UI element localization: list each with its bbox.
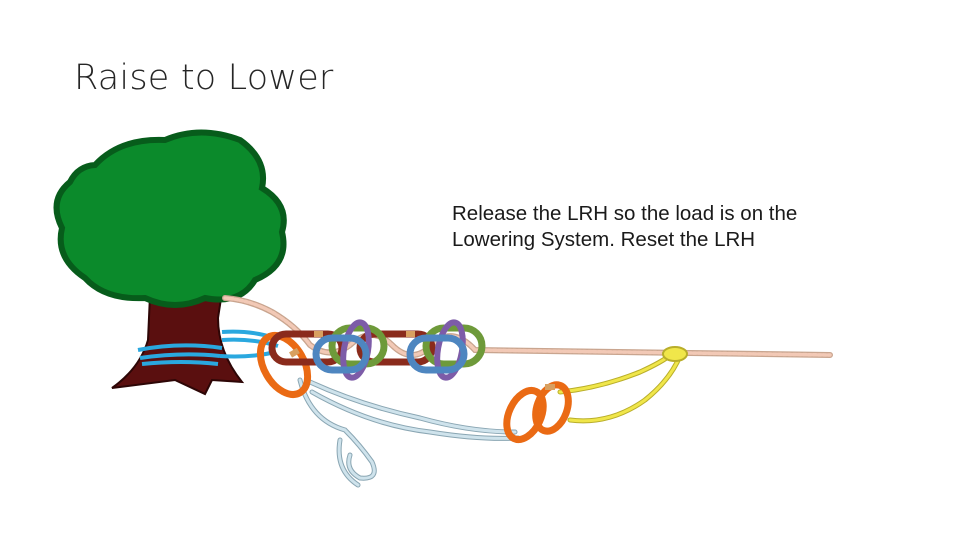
caption-line-2: Lowering System. Reset the LRH: [452, 228, 756, 251]
lrh-carabiner-gate: [545, 384, 555, 390]
prusik-knot: [662, 346, 688, 362]
carabiner-lrh-orange: [503, 381, 572, 444]
caption-line-1: Release the LRH so the load is on the: [452, 202, 798, 225]
lowering-rope: [297, 377, 521, 488]
tree-foliage: [53, 129, 287, 308]
slide-title: Raise to Lower: [74, 58, 334, 98]
anchor-tree: [53, 129, 287, 396]
carabiner-gates: [314, 331, 415, 337]
carabiner-anchor-orange: [256, 332, 312, 398]
instruction-caption: Release the LRH so the load is on the Lo…: [452, 201, 892, 253]
carabiner-blue: [312, 334, 468, 374]
lrh-cord: [557, 346, 688, 424]
